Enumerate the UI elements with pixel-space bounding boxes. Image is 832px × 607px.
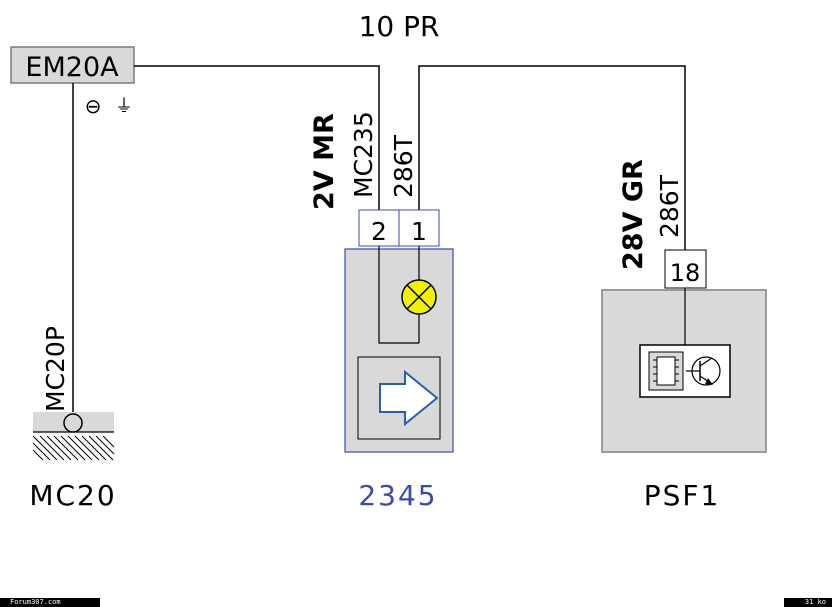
mc20-ground-point (63, 413, 83, 433)
footer-site: Forum307.com (0, 598, 100, 607)
ground-earth-icon: ⏚ (115, 96, 133, 117)
pin-18-box (664, 249, 707, 289)
chip-icon (648, 351, 684, 391)
pin-2-box (358, 209, 400, 247)
ground-minus-icon: ⊖ (85, 94, 102, 118)
pin-18-label: 18 (670, 259, 701, 287)
footer-size: 31 ko (784, 598, 832, 607)
pin-1-box (398, 209, 440, 247)
component-2345-label: 2345 (358, 479, 437, 512)
em20a-box (10, 46, 135, 84)
mc20-label: MC20 (29, 479, 116, 512)
arrow-right-icon (379, 369, 439, 427)
pin-1-label: 1 (411, 217, 427, 246)
pin-2-label: 2 (371, 217, 387, 246)
wire-mc235-label: MC235 (349, 111, 378, 198)
transistor-icon (686, 356, 721, 386)
wire-286t-top (418, 65, 686, 250)
lamp-cross-b (406, 284, 432, 310)
wire-psf-286t-label: 286T (655, 174, 684, 238)
wire-2345-internal-left (378, 246, 419, 344)
wire-2v-mr-label: 2V MR (309, 113, 340, 210)
psf1-label: PSF1 (644, 479, 721, 512)
bundle-label: 10 PR (359, 10, 440, 43)
mc20p-label: MC20P (41, 326, 70, 412)
wire-28v-gr-label: 28V GR (618, 159, 649, 270)
mc20-hatch (32, 435, 115, 461)
wire-286t-label: 286T (389, 134, 418, 198)
em20a-label: EM20A (25, 52, 119, 83)
wire-em20a-to-2345 (134, 65, 380, 212)
